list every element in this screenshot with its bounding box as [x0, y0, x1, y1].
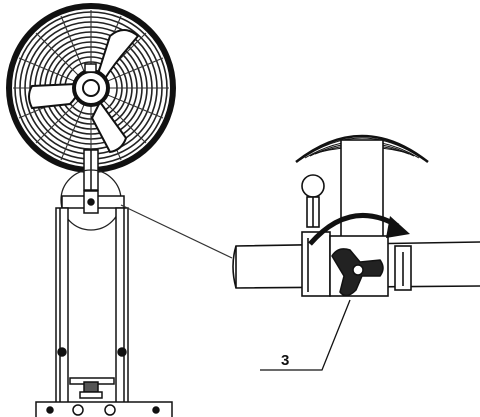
- fan-head: [6, 3, 176, 173]
- detail-vertical-post: [340, 139, 384, 243]
- callout-3-leader: [260, 299, 351, 371]
- callout-3-label: 3: [281, 352, 289, 369]
- stand-legs: [55, 207, 129, 405]
- stand-leg-left: [55, 207, 69, 405]
- fan-blade-bottom: [90, 100, 128, 154]
- stand-crossbar: [61, 190, 125, 214]
- stand-leg-right: [115, 207, 129, 405]
- fan-blade-top: [96, 29, 140, 82]
- fan-hub-inner: [82, 79, 100, 97]
- base-knob: [83, 381, 99, 393]
- magnified-detail: 3: [232, 134, 480, 371]
- wing-knob: [331, 248, 384, 297]
- fan-top-cap: [84, 63, 97, 73]
- rotation-arrow-icon: [308, 212, 410, 246]
- detail-leader-line: [120, 204, 233, 259]
- fan-blade-left: [28, 82, 80, 110]
- detail-top-knob: [301, 174, 325, 228]
- stand-base: [35, 377, 173, 417]
